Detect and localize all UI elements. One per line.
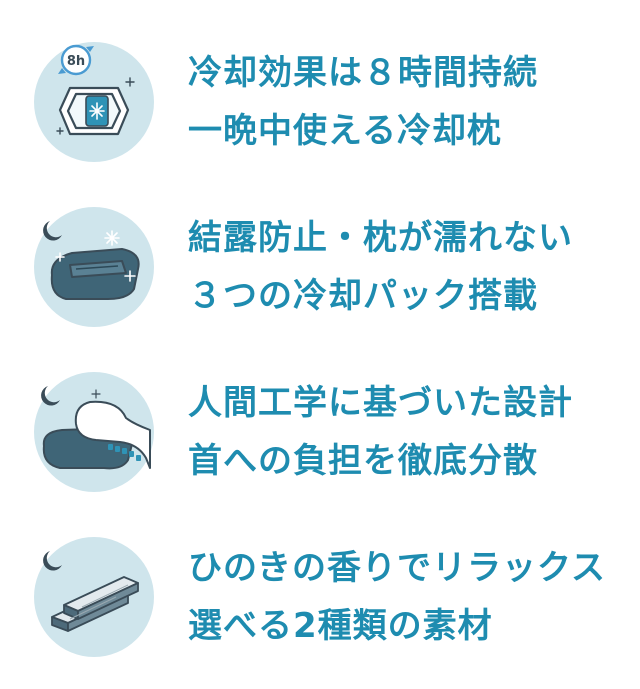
feature-item-cooling-duration: 8h 冷却効果は８時間持続 一晩中使える冷却枕	[0, 30, 640, 162]
feature-line-1: ひのきの香りでリラックス	[188, 548, 606, 588]
feature-line-1: 結露防止・枕が濡れない	[188, 218, 573, 258]
feature-text: 冷却効果は８時間持続 一晩中使える冷却枕	[188, 44, 628, 160]
feature-line-1: 人間工学に基づいた設計	[188, 383, 573, 423]
hinoki-wood-bars-icon	[30, 533, 158, 661]
feature-line-1: 冷却効果は８時間持続	[188, 53, 538, 93]
feature-line-2: 選べる2種類の素材	[188, 606, 493, 646]
sleeping-person-pillow-icon	[30, 368, 158, 496]
feature-line-2: 首への負担を徹底分散	[188, 441, 538, 481]
feature-item-hinoki-scent: ひのきの香りでリラックス 選べる2種類の素材	[0, 525, 640, 657]
feature-line-2: 一晩中使える冷却枕	[188, 111, 502, 151]
feature-text: 人間工学に基づいた設計 首への負担を徹底分散	[188, 374, 628, 490]
feature-item-ergonomic-design: 人間工学に基づいた設計 首への負担を徹底分散	[0, 360, 640, 492]
feature-text: ひのきの香りでリラックス 選べる2種類の素材	[188, 539, 628, 655]
pillow-snowflake-icon	[30, 203, 158, 331]
feature-text: 結露防止・枕が濡れない ３つの冷却パック搭載	[188, 209, 628, 325]
badge-8h: 8h	[67, 54, 85, 69]
cooling-pack-8h-icon: 8h	[30, 38, 158, 166]
feature-item-condensation-prevention: 結露防止・枕が濡れない ３つの冷却パック搭載	[0, 195, 640, 327]
feature-line-2: ３つの冷却パック搭載	[188, 276, 538, 316]
